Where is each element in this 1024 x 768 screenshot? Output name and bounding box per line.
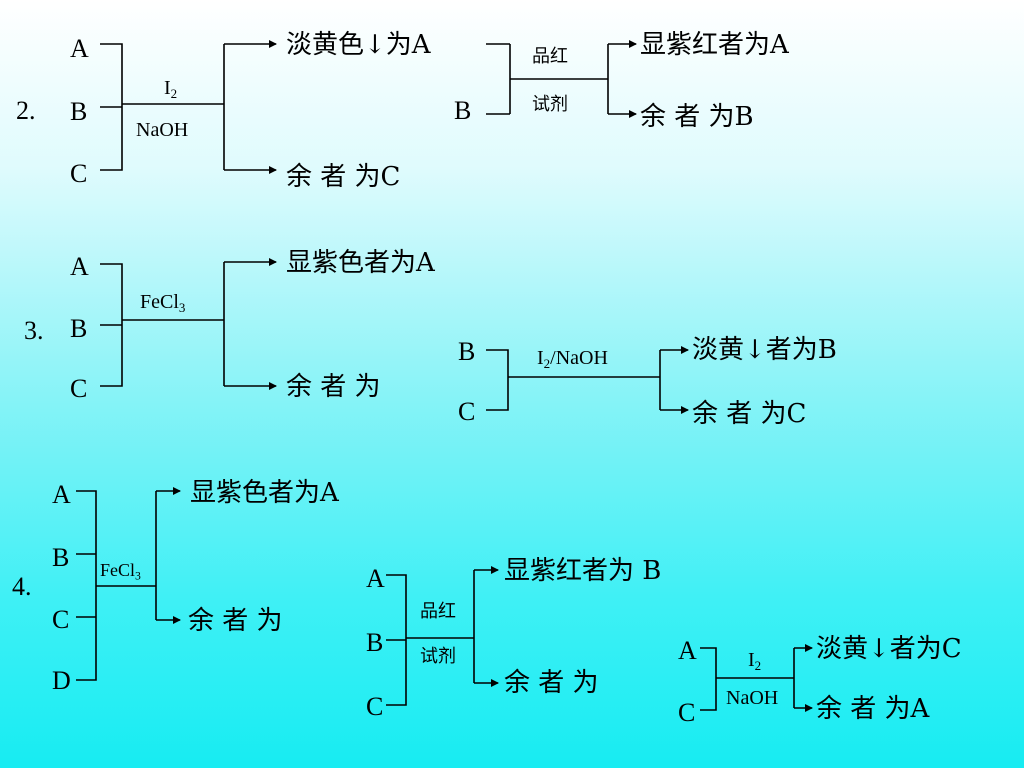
- problem2-reagent1-top: I2: [164, 77, 178, 101]
- problem4-group2-item-c: C: [366, 692, 384, 721]
- problem3-item-c: C: [70, 374, 88, 403]
- problem2-reagent2-bottom: 试剂: [532, 94, 568, 115]
- problem4-result-c: 淡黄↓者为C: [816, 634, 962, 664]
- problem3-reagent2: I2/NaOH: [537, 347, 608, 371]
- problem2-result-a2: 显紫红者为A: [640, 30, 789, 60]
- problem3-lines: [100, 258, 689, 414]
- problem3-item-a: A: [70, 252, 89, 281]
- problem3-result-a: 显紫色者为A: [286, 248, 435, 278]
- problem4-lines: [76, 487, 813, 712]
- problem3-reagent1: FeCl3: [140, 291, 186, 315]
- problem2-result-rest2: 余 者 为B: [640, 102, 754, 132]
- problem4-group2-item-b: B: [366, 628, 384, 657]
- problem4-item-d: D: [52, 666, 71, 695]
- problem3-item-b: B: [70, 314, 88, 343]
- problem4-reagent1: FeCl3: [100, 560, 141, 583]
- problem2-item-a: A: [70, 34, 89, 63]
- problem4-number: 4.: [12, 572, 32, 601]
- problem4-item-b: B: [52, 543, 70, 572]
- problem3-group2-item-b: B: [458, 337, 476, 366]
- problem4-group3-item-a: A: [678, 636, 697, 665]
- problem4-reagent2-bottom: 试剂: [420, 646, 456, 667]
- problem2-item-b: B: [70, 97, 88, 126]
- problem3-result-rest: 余 者 为: [286, 372, 381, 402]
- problem4-group2-item-a: A: [366, 564, 385, 593]
- problem4-item-a: A: [52, 480, 71, 509]
- problem4-item-c: C: [52, 605, 70, 634]
- problem3-number: 3.: [24, 316, 44, 345]
- problem2-group2-item-b: B: [454, 96, 472, 125]
- problem2-result-a: 淡黄色↓为A: [286, 30, 431, 60]
- problem2-item-c: C: [70, 159, 88, 188]
- problem4-group3-item-c: C: [678, 698, 696, 727]
- problem4-result-a: 显紫色者为A: [190, 478, 339, 508]
- problem4-result-b: 显紫红者为 B: [504, 556, 662, 586]
- problem4-reagent3-bottom: NaOH: [726, 687, 779, 709]
- problem4-result-rest2: 余 者 为: [504, 668, 599, 698]
- problem4-reagent2-top: 品红: [420, 601, 456, 622]
- problem4-reagent3-top: I2: [748, 649, 762, 673]
- problem2-lines: [100, 40, 637, 174]
- problem4-result-rest: 余 者 为: [188, 606, 283, 636]
- problem2-number: 2.: [16, 96, 36, 125]
- problem4-result-rest3: 余 者 为A: [816, 694, 930, 724]
- problem3-group2-item-c: C: [458, 397, 476, 426]
- problem2-reagent2-top: 品红: [532, 46, 568, 67]
- problem2-reagent1-bottom: NaOH: [136, 119, 189, 141]
- problem3-result-b: 淡黄↓者为B: [692, 335, 837, 365]
- problem3-result-rest2: 余 者 为C: [692, 399, 807, 429]
- problem2-result-rest: 余 者 为C: [286, 162, 401, 192]
